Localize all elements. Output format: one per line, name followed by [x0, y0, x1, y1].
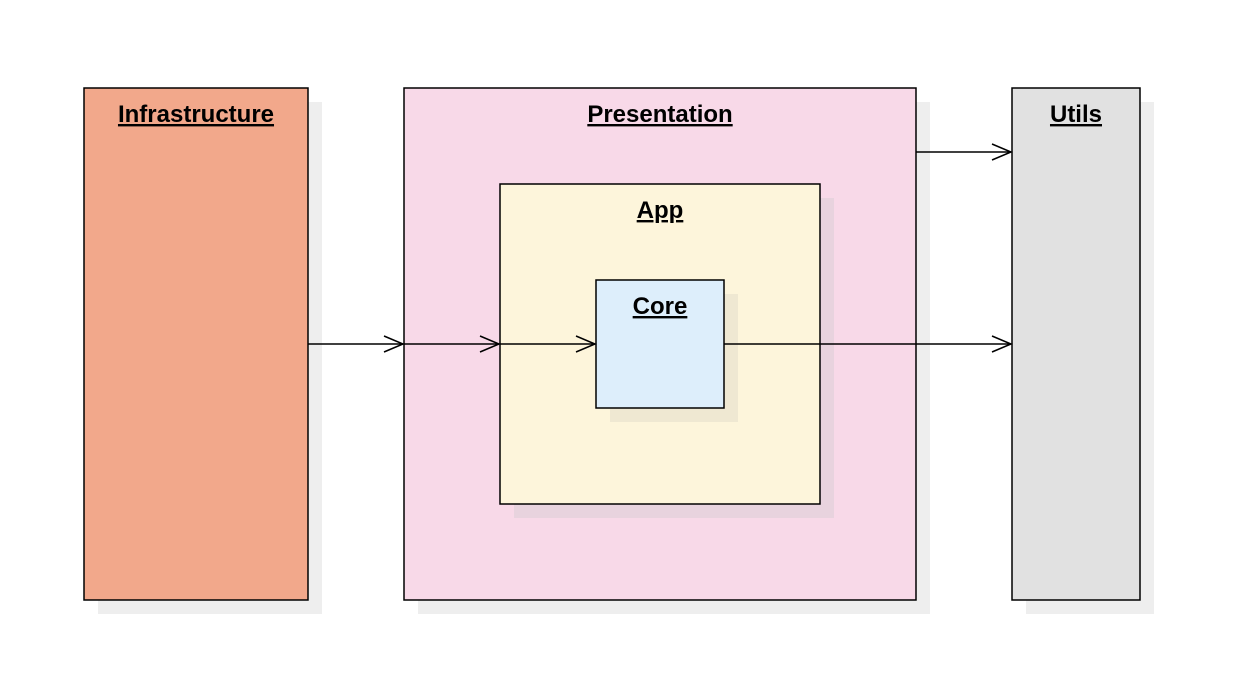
- arrow-infrastructure-to-presentation: [308, 335, 405, 353]
- presentation-label: Presentation: [587, 101, 732, 128]
- dependency-arrows: [308, 143, 1013, 353]
- arrow-presentation-to-app: [404, 335, 501, 353]
- arrow-app-to-core: [500, 335, 597, 353]
- app-label: App: [637, 197, 684, 224]
- core-rect: [595, 279, 725, 409]
- utils-rect: [1011, 87, 1141, 601]
- arrow-presentation-to-utils: [916, 143, 1013, 161]
- utils-label: Utils: [1050, 101, 1102, 128]
- core-box[interactable]: Core: [595, 279, 725, 409]
- arrow-core-to-utils: [724, 335, 1013, 353]
- infrastructure-rect: [83, 87, 309, 601]
- utils-box[interactable]: Utils: [1011, 87, 1141, 601]
- core-label: Core: [633, 293, 688, 320]
- infrastructure-box[interactable]: Infrastructure: [83, 87, 309, 601]
- infrastructure-label: Infrastructure: [118, 101, 274, 128]
